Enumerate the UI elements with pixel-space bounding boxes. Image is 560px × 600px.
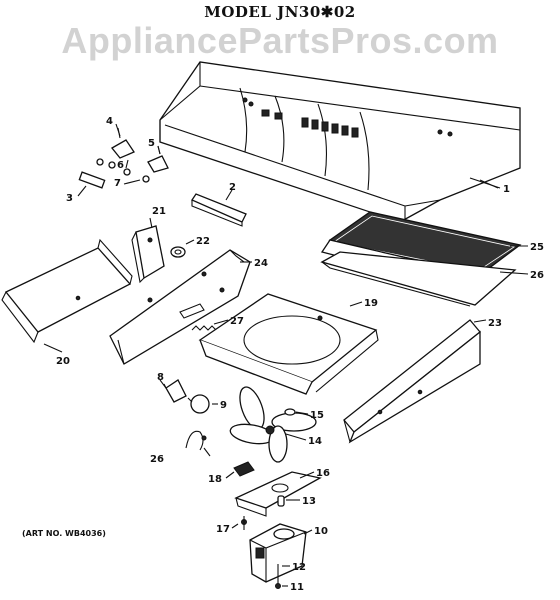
part-label-25: 25 [530, 242, 544, 253]
part-label-20: 20 [56, 356, 70, 367]
part-label-12: 12 [292, 562, 306, 573]
fan-nut [284, 408, 296, 416]
part-label-5: 5 [148, 138, 155, 149]
part-label-7: 7 [114, 178, 121, 189]
part-label-13: 13 [302, 496, 316, 507]
part-label-17: 17 [216, 524, 230, 535]
grommet [170, 246, 186, 258]
control-switches [242, 97, 453, 138]
part-label-2: 2 [229, 182, 236, 193]
part-label-26-clip: 26 [150, 454, 164, 465]
motor-bracket [234, 471, 322, 517]
part-label-24: 24 [254, 258, 268, 269]
rubber-pad [233, 461, 255, 477]
part-label-18: 18 [208, 474, 222, 485]
leader-lines [43, 123, 529, 587]
part-label-16: 16 [316, 468, 330, 479]
spacer [277, 495, 285, 507]
part-label-15: 15 [310, 410, 324, 421]
part-label-3: 3 [66, 193, 73, 204]
right-side-panel [343, 319, 481, 444]
spring [191, 325, 217, 331]
part-labels: 1 2 3 4 5 6 7 8 9 10 11 12 13 14 15 16 1… [56, 116, 544, 593]
hood-housing [159, 61, 521, 223]
part-label-26-panel: 26 [530, 270, 544, 281]
part-label-23: 23 [488, 318, 502, 329]
blower-housing [198, 293, 379, 395]
model-title: MODEL JN30✱02 [204, 3, 356, 21]
bracket-screw [241, 516, 247, 530]
blower-motor [249, 523, 307, 583]
part-label-22: 22 [196, 236, 210, 247]
part-label-1: 1 [503, 184, 510, 195]
part-label-10: 10 [314, 526, 328, 537]
wire-clip [185, 430, 207, 451]
part-label-9: 9 [220, 400, 227, 411]
lamp-socket [159, 379, 187, 403]
part-label-11: 11 [290, 582, 304, 593]
switch-hardware [78, 127, 169, 189]
part-label-4: 4 [106, 116, 113, 127]
part-label-6: 6 [117, 160, 124, 171]
left-side-panel [109, 249, 251, 365]
part-label-14: 14 [308, 436, 322, 447]
part-label-8: 8 [157, 372, 164, 383]
junction-plate [131, 225, 165, 284]
filter-panel [320, 251, 517, 307]
watermark-text: AppliancePartsPros.com [61, 20, 499, 61]
fan-blade [229, 386, 317, 463]
part-label-27: 27 [230, 316, 244, 327]
mounting-bracket [191, 193, 247, 227]
motor-screw [275, 564, 281, 589]
light-bulb [187, 394, 210, 414]
part-label-19: 19 [364, 298, 378, 309]
art-number: (ART NO. WB4036) [22, 529, 106, 538]
part-label-21: 21 [152, 206, 166, 217]
left-side-channel [1, 238, 133, 344]
